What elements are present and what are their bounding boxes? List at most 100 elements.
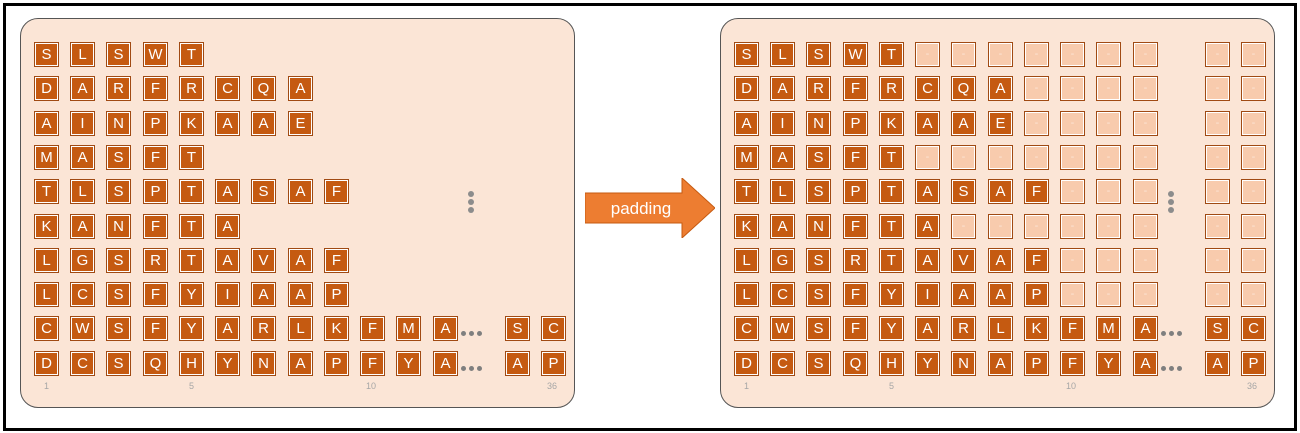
padded-padding-cell: -	[1133, 76, 1158, 101]
unpadded-residue-cell: A	[433, 351, 458, 376]
padded-padding-cell: -	[1205, 111, 1230, 136]
unpadded-residue-cell: S	[106, 42, 131, 67]
padded-residue-cell: W	[843, 42, 868, 67]
padded-padding-cell: -	[1060, 42, 1085, 67]
padded-padding-cell: -	[1205, 76, 1230, 101]
padded-residue-cell: G	[770, 248, 795, 273]
padded-residue-cell: K	[879, 111, 904, 136]
unpadded-residue-cell: A	[34, 111, 59, 136]
padded-vertical-ellipsis-dot	[1168, 199, 1174, 205]
unpadded-residue-cell: S	[106, 282, 131, 307]
padded-residue-cell: S	[806, 316, 831, 341]
unpadded-residue-cell: M	[34, 145, 59, 170]
padded-residue-cell: A	[1133, 351, 1158, 376]
padded-residue-cell: A	[988, 248, 1013, 273]
padded-padding-cell: -	[1205, 282, 1230, 307]
padded-padding-cell: -	[1133, 214, 1158, 239]
unpadded-residue-cell: K	[34, 214, 59, 239]
padded-residue-cell: A	[734, 111, 759, 136]
unpadded-position-label: 10	[366, 381, 377, 391]
padded-padding-cell: -	[1096, 145, 1121, 170]
unpadded-residue-cell: A	[215, 214, 240, 239]
unpadded-residue-cell: A	[70, 76, 95, 101]
unpadded-residue-cell: L	[70, 42, 95, 67]
padded-padding-cell: -	[1133, 179, 1158, 204]
padded-residue-cell: T	[734, 179, 759, 204]
unpadded-residue-cell: K	[179, 111, 204, 136]
padded-residue-cell: Y	[879, 316, 904, 341]
padded-padding-cell: -	[1205, 214, 1230, 239]
padded-padding-cell: -	[1241, 179, 1266, 204]
padded-padding-cell: -	[1241, 248, 1266, 273]
padded-padding-cell: -	[1024, 76, 1049, 101]
padded-residue-cell: A	[915, 248, 940, 273]
padded-residue-cell: L	[770, 179, 795, 204]
padded-residue-cell: A	[770, 145, 795, 170]
unpadded-horizontal-ellipsis-dot	[469, 366, 474, 371]
unpadded-residue-cell: H	[179, 351, 204, 376]
padded-padding-cell: -	[1241, 111, 1266, 136]
padded-padding-cell: -	[1133, 111, 1158, 136]
padded-horizontal-ellipsis-dot	[1161, 331, 1166, 336]
padded-residue-cell: C	[770, 282, 795, 307]
padded-residue-cell: S	[806, 351, 831, 376]
padded-residue-cell: F	[1060, 351, 1085, 376]
unpadded-horizontal-ellipsis-dot	[461, 366, 466, 371]
padded-residue-cell: A	[915, 179, 940, 204]
unpadded-residue-cell: W	[70, 316, 95, 341]
unpadded-residue-cell: S	[34, 42, 59, 67]
unpadded-residue-cell: A	[215, 248, 240, 273]
padded-residue-cell: F	[843, 282, 868, 307]
unpadded-residue-cell: F	[324, 248, 349, 273]
unpadded-residue-cell: A	[433, 316, 458, 341]
padded-residue-cell: A	[915, 316, 940, 341]
unpadded-residue-cell: F	[324, 179, 349, 204]
unpadded-residue-cell: A	[288, 248, 313, 273]
padded-residue-cell: H	[879, 351, 904, 376]
unpadded-residue-cell: F	[360, 351, 385, 376]
unpadded-residue-cell: Q	[143, 351, 168, 376]
unpadded-residue-cell: T	[179, 214, 204, 239]
unpadded-horizontal-ellipsis-dot	[477, 331, 482, 336]
unpadded-residue-cell: L	[288, 316, 313, 341]
unpadded-horizontal-ellipsis-dot	[477, 366, 482, 371]
padded-residue-cell: C	[770, 351, 795, 376]
padded-padding-cell: -	[1241, 76, 1266, 101]
unpadded-residue-cell: Y	[179, 282, 204, 307]
padded-padding-cell: -	[1241, 145, 1266, 170]
padded-padding-cell: -	[1133, 145, 1158, 170]
padded-padding-cell: -	[1096, 282, 1121, 307]
padded-residue-cell: I	[770, 111, 795, 136]
unpadded-residue-cell: C	[541, 316, 566, 341]
padded-residue-cell: S	[806, 145, 831, 170]
padded-residue-cell: A	[915, 214, 940, 239]
padded-residue-cell: T	[879, 179, 904, 204]
unpadded-residue-cell: S	[106, 179, 131, 204]
unpadded-residue-cell: F	[143, 282, 168, 307]
padded-padding-cell: -	[1205, 248, 1230, 273]
unpadded-residue-cell: F	[360, 316, 385, 341]
unpadded-residue-cell: R	[251, 316, 276, 341]
unpadded-residue-cell: V	[251, 248, 276, 273]
padded-residue-cell: S	[734, 42, 759, 67]
padded-padding-cell: -	[951, 42, 976, 67]
padded-residue-cell: S	[1205, 316, 1230, 341]
padded-residue-cell: F	[1024, 179, 1049, 204]
padded-padding-cell: -	[1060, 145, 1085, 170]
padded-residue-cell: P	[843, 111, 868, 136]
padded-vertical-ellipsis-dot	[1168, 207, 1174, 213]
padded-padding-cell: -	[951, 214, 976, 239]
unpadded-residue-cell: P	[324, 351, 349, 376]
padded-padding-cell: -	[915, 42, 940, 67]
unpadded-vertical-ellipsis-dot	[468, 191, 474, 197]
padded-residue-cell: Q	[951, 76, 976, 101]
unpadded-residue-cell: N	[106, 214, 131, 239]
padded-residue-cell: F	[843, 145, 868, 170]
padded-residue-cell: P	[1024, 282, 1049, 307]
padded-padding-cell: -	[1133, 42, 1158, 67]
unpadded-residue-cell: K	[324, 316, 349, 341]
padded-horizontal-ellipsis-dot	[1177, 331, 1182, 336]
padded-residue-cell: T	[879, 214, 904, 239]
padded-residue-cell: C	[1241, 316, 1266, 341]
